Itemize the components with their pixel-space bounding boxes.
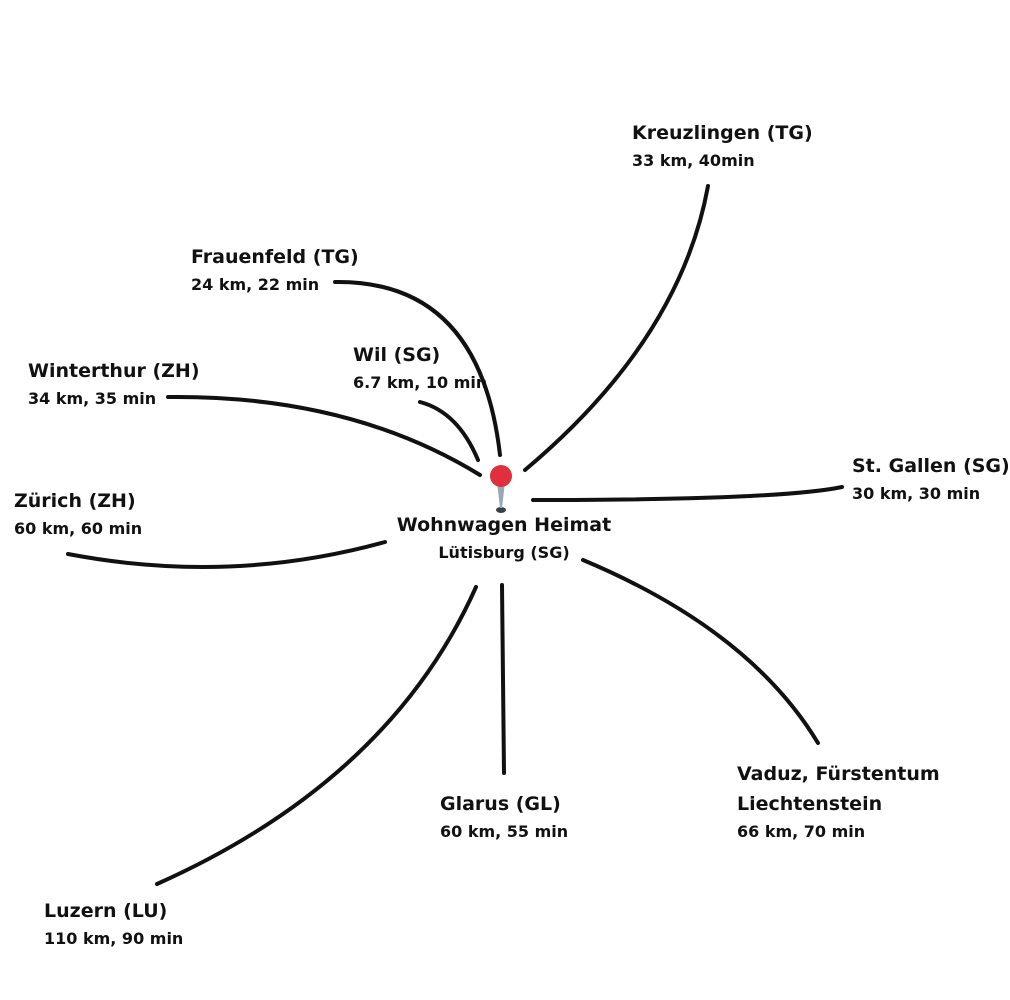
- destination-name: Luzern (LU): [44, 900, 168, 922]
- destination-zurich: Zürich (ZH) 60 km, 60 min: [14, 486, 142, 542]
- destination-name: Kreuzlingen (TG): [632, 122, 813, 144]
- connector-glarus: [500, 583, 506, 775]
- connector-st-gallen: [531, 485, 844, 502]
- destination-distance: 24 km, 22 min: [191, 275, 320, 294]
- connector-vaduz: [581, 558, 820, 745]
- destination-name: Zürich (ZH): [14, 490, 136, 512]
- destination-distance: 34 km, 35 min: [28, 389, 157, 408]
- destination-kreuzlingen: Kreuzlingen (TG) 33 km, 40min: [632, 118, 813, 174]
- map-pin-icon: [490, 465, 512, 513]
- connector-zurich: [66, 540, 387, 569]
- destination-name: Frauenfeld (TG): [191, 246, 359, 268]
- destination-distance: 30 km, 30 min: [852, 484, 981, 503]
- destination-glarus: Glarus (GL) 60 km, 55 min: [440, 789, 568, 845]
- destination-frauenfeld: Frauenfeld (TG) 24 km, 22 min: [191, 242, 359, 298]
- destination-distance: 110 km, 90 min: [44, 929, 184, 948]
- connector-frauenfeld: [333, 279, 502, 457]
- destination-name: Wil (SG): [353, 344, 441, 366]
- connector-luzern: [155, 585, 478, 886]
- hub-label: Wohnwagen Heimat Lütisburg (SG): [384, 511, 624, 567]
- destination-name: Vaduz, Fürstentum Liechtenstein: [737, 763, 940, 815]
- hub-title: Wohnwagen Heimat: [396, 514, 612, 536]
- hub-subtitle: Lütisburg (SG): [438, 543, 570, 562]
- destination-distance: 66 km, 70 min: [737, 822, 866, 841]
- destination-name: Glarus (GL): [440, 793, 561, 815]
- connector-wil: [418, 400, 480, 462]
- destination-name: St. Gallen (SG): [852, 455, 1010, 477]
- connector-winterthur: [166, 394, 482, 477]
- destination-vaduz: Vaduz, Fürstentum Liechtenstein 66 km, 7…: [737, 759, 967, 845]
- destination-winterthur: Winterthur (ZH) 34 km, 35 min: [28, 356, 200, 412]
- destination-distance: 60 km, 55 min: [440, 822, 569, 841]
- destination-name: Winterthur (ZH): [28, 360, 200, 382]
- destination-distance: 6.7 km, 10 min: [353, 373, 488, 392]
- destination-st-gallen: St. Gallen (SG) 30 km, 30 min: [852, 451, 1010, 507]
- destination-distance: 33 km, 40min: [632, 151, 755, 170]
- destination-distance: 60 km, 60 min: [14, 519, 143, 538]
- connector-kreuzlingen: [523, 184, 710, 472]
- destination-luzern: Luzern (LU) 110 km, 90 min: [44, 896, 183, 952]
- destination-wil: Wil (SG) 6.7 km, 10 min: [353, 340, 487, 396]
